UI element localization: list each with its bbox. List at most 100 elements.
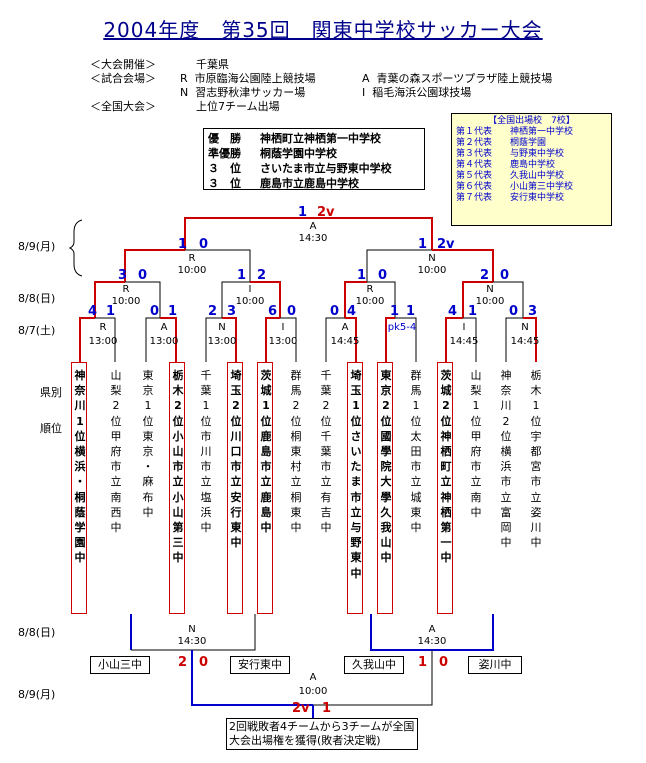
national-item: 第５代表久我山中学校 — [456, 171, 565, 181]
results-box: 優 勝神栖町立神栖第一中学校 準優勝桐蔭学園中学校 ３ 位さいたま市立与野東中学… — [203, 128, 425, 190]
row-label-pref: 県別 — [40, 386, 62, 399]
host-value: 千葉県 — [196, 58, 229, 71]
match-venue: A — [160, 322, 168, 333]
pk-note: pk5-4 — [387, 322, 417, 333]
national-item: 第３代表与野東中学校 — [456, 149, 565, 159]
match-time: 14:30 — [417, 636, 447, 647]
team-highlight — [347, 362, 363, 614]
match-time: 13:00 — [149, 336, 179, 347]
score: 2 — [178, 655, 188, 670]
loser-box: 姿川中 — [468, 656, 522, 674]
date-label: 8/7(土) — [18, 324, 56, 337]
match-venue: I — [281, 322, 285, 333]
date-label: 8/8(日) — [18, 292, 56, 305]
score: 0 — [500, 268, 510, 283]
score: 2 — [480, 268, 490, 283]
score: 0 — [199, 655, 209, 670]
venue-label: ＜試合会場＞ — [90, 72, 156, 85]
score: 0 — [509, 304, 519, 319]
note-box: 2回戦敗者4チームから3チームが全国大会出場権を獲得(敗者決定戦) — [226, 718, 418, 750]
match-time: 10:00 — [235, 296, 265, 307]
match-time: 10:00 — [475, 296, 505, 307]
score: 0 — [439, 655, 449, 670]
team-highlight — [71, 362, 87, 614]
match-time: 10:00 — [417, 265, 447, 276]
score: 0 — [287, 304, 297, 319]
match-venue: N — [486, 284, 494, 295]
team-highlight — [169, 362, 185, 614]
team-highlight — [227, 362, 243, 614]
result-row: ３ 位鹿島市立鹿島中学校 — [208, 177, 359, 190]
match-venue: I — [248, 284, 252, 295]
match-venue: A — [309, 221, 317, 232]
score: 0 — [138, 268, 148, 283]
match-time: 14:45 — [449, 336, 479, 347]
score: 1 — [418, 655, 428, 670]
match-venue: R — [99, 322, 107, 333]
score: 0 — [150, 304, 160, 319]
national-item: 第６代表小山第三中学校 — [456, 182, 574, 192]
national-qualifiers-box: 【全国出場校 7校】 第１代表神栖第一中学校 第２代表桐蔭学園 第３代表与野東中… — [451, 113, 612, 226]
match-venue: N — [428, 253, 436, 264]
match-time: 13:00 — [88, 336, 118, 347]
match-time: 14:30 — [177, 636, 207, 647]
loser-box: 安行東中 — [230, 656, 290, 674]
date-label: 8/8(日) — [18, 626, 56, 639]
match-venue: A — [309, 672, 317, 683]
score: 3 — [118, 268, 128, 283]
score: 1 — [322, 701, 332, 716]
match-time: 13:00 — [268, 336, 298, 347]
venue-i: I 稲毛海浜公園球技場 — [362, 86, 472, 99]
national-title: 【全国出場校 7校】 — [488, 116, 575, 126]
score: 1 — [390, 304, 400, 319]
national-label: ＜全国大会＞ — [90, 100, 156, 113]
score: 2v — [317, 205, 335, 220]
match-time: 10:00 — [111, 296, 141, 307]
score: 0 — [378, 268, 388, 283]
score: 0 — [330, 304, 340, 319]
team-highlight — [437, 362, 453, 614]
score: 1 — [106, 304, 116, 319]
score: 1 — [418, 237, 428, 252]
score: 2v — [292, 701, 310, 716]
result-row: ３ 位さいたま市立与野東中学校 — [208, 162, 392, 175]
score: 0 — [199, 237, 209, 252]
page-title: 2004年度 第35回 関東中学校サッカー大会 — [103, 18, 543, 42]
match-venue: N — [188, 624, 196, 635]
team-highlight — [257, 362, 273, 614]
match-time: 10:00 — [298, 686, 328, 697]
venue-n: N 習志野秋津サッカー場 — [180, 86, 306, 99]
result-row: 優 勝神栖町立神栖第一中学校 — [208, 132, 381, 145]
date-label: 8/9(月) — [18, 688, 56, 701]
venue-r: R 市原臨海公園陸上競技場 — [180, 72, 316, 85]
score: 2v — [437, 237, 455, 252]
national-item: 第４代表鹿島中学校 — [456, 160, 556, 170]
match-venue: I — [462, 322, 466, 333]
national-item: 第２代表桐蔭学園 — [456, 138, 547, 148]
score: 6 — [268, 304, 278, 319]
row-label-rank: 順位 — [40, 422, 62, 435]
score: 2 — [208, 304, 218, 319]
score: 4 — [347, 304, 357, 319]
score: 1 — [406, 304, 416, 319]
national-value: 上位7チーム出場 — [196, 100, 280, 113]
score: 4 — [88, 304, 98, 319]
match-venue: A — [428, 624, 436, 635]
national-item: 第７代表安行東中学校 — [456, 193, 565, 203]
match-venue: N — [218, 322, 226, 333]
match-time: 14:45 — [510, 336, 540, 347]
venue-a: A 青葉の森スポーツプラザ陸上競技場 — [362, 72, 553, 85]
